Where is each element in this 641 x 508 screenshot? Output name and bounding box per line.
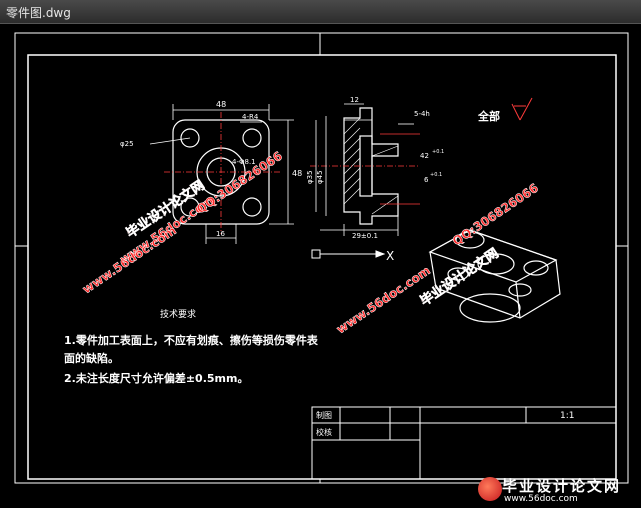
site-badge: 毕业设计论文网 www.56doc.com bbox=[474, 474, 634, 508]
dim-hole-callout: 4-Φ8.1 bbox=[232, 158, 256, 166]
iso-center-bore bbox=[477, 253, 515, 275]
cad-drawing: 48 4-R4 φ25 4-Φ8.1 48 16 12 5-4 bbox=[14, 32, 629, 484]
dim-section-mid: 42 bbox=[420, 152, 429, 160]
hole-br bbox=[242, 197, 262, 217]
dim-section-lower: 6 bbox=[424, 176, 429, 184]
badge-title: 毕业设计论文网 bbox=[502, 477, 622, 495]
hole-tr bbox=[242, 128, 262, 148]
section-view bbox=[310, 103, 420, 236]
dim-section-height: φ45 bbox=[316, 170, 324, 184]
title-block bbox=[311, 406, 617, 480]
dim-hole-dia: φ25 bbox=[120, 140, 134, 148]
dim-section-lower-tol: +0.1 bbox=[430, 172, 442, 178]
window-titlebar: 零件图.dwg bbox=[0, 0, 641, 24]
front-view bbox=[149, 104, 294, 244]
iso-hole-1 bbox=[455, 231, 485, 249]
dim-corner-size: 4-R4 bbox=[242, 113, 259, 121]
ucs-icon bbox=[311, 249, 386, 259]
dim-top-width: 48 bbox=[216, 100, 226, 109]
window-title: 零件图.dwg bbox=[6, 6, 71, 20]
section-hatch bbox=[343, 117, 399, 215]
dim-section-mid-tol: +0.1 bbox=[432, 149, 444, 155]
ucs-axis-label: X bbox=[386, 249, 394, 263]
leader-hole bbox=[149, 137, 191, 145]
site-logo-icon bbox=[478, 477, 502, 501]
watermark-url-3: www.56doc.com bbox=[334, 263, 433, 336]
dim-bottom-width: 16 bbox=[216, 230, 225, 238]
title-block-scale: 1:1 bbox=[560, 411, 574, 421]
outer-frame bbox=[14, 32, 629, 484]
dim-section-right-top: 5-4h bbox=[414, 110, 430, 118]
iso-boss bbox=[459, 293, 521, 323]
notes-line-3: 2.未注长度尺寸允许偏差±0.5mm。 bbox=[64, 371, 248, 385]
notes-line-2: 面的缺陷。 bbox=[64, 351, 119, 365]
drawing-canvas[interactable]: 48 4-R4 φ25 4-Φ8.1 48 16 12 5-4 bbox=[0, 24, 641, 504]
badge-url: www.56doc.com bbox=[504, 494, 578, 504]
notes-title: 技术要求 bbox=[160, 308, 196, 320]
hole-tl bbox=[180, 128, 200, 148]
dim-section-overall: 29±0.1 bbox=[352, 232, 378, 240]
notes-line-1: 1.零件加工表面上，不应有划痕、擦伤等损伤零件表 bbox=[64, 333, 319, 347]
roughness-label: 全部 bbox=[477, 109, 500, 123]
roughness-icon bbox=[511, 97, 533, 121]
iso-hole-4 bbox=[508, 283, 532, 297]
hole-bl bbox=[180, 197, 200, 217]
dim-height-right: 48 bbox=[292, 169, 302, 178]
isometric-view bbox=[428, 229, 561, 323]
iso-hole-2 bbox=[523, 260, 549, 276]
dim-section-top: 12 bbox=[350, 96, 359, 104]
title-block-cell-drawn: 制图 bbox=[316, 410, 332, 420]
title-block-cell-checked: 校核 bbox=[316, 427, 332, 437]
dim-section-left: φ35 bbox=[306, 170, 314, 184]
watermark-group-1: 毕业设计论文网 www.56doc.com bbox=[117, 177, 217, 267]
iso-hole-3 bbox=[447, 267, 469, 281]
